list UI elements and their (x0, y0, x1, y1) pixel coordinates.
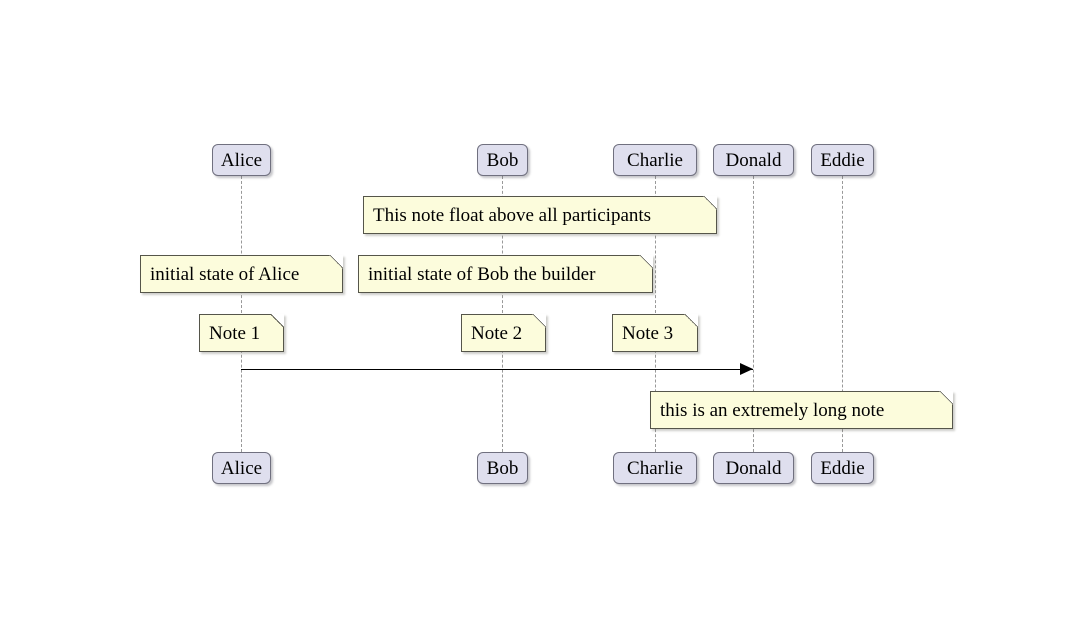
participant-footer-donald[interactable]: Donald (713, 452, 794, 484)
message-line (241, 369, 753, 370)
participant-footer-bob[interactable]: Bob (477, 452, 528, 484)
note-1[interactable]: Note 1 (199, 314, 284, 352)
participant-header-donald[interactable]: Donald (713, 144, 794, 176)
note-label: Note 2 (471, 322, 523, 344)
participant-header-alice[interactable]: Alice (212, 144, 271, 176)
participant-footer-eddie[interactable]: Eddie (811, 452, 874, 484)
note-initial-bob[interactable]: initial state of Bob the builder (358, 255, 653, 293)
note-label: this is an extremely long note (660, 399, 885, 421)
note-label: initial state of Bob the builder (368, 263, 596, 285)
lifeline-donald (753, 176, 754, 452)
note-initial-alice[interactable]: initial state of Alice (140, 255, 343, 293)
participant-header-eddie[interactable]: Eddie (811, 144, 874, 176)
participant-footer-charlie[interactable]: Charlie (613, 452, 697, 484)
note-label: This note float above all participants (373, 204, 652, 226)
note-2[interactable]: Note 2 (461, 314, 546, 352)
note-label: initial state of Alice (150, 263, 300, 285)
arrowhead-icon (740, 363, 753, 375)
note-float-over-all[interactable]: This note float above all participants (363, 196, 717, 234)
note-label: Note 1 (209, 322, 261, 344)
participant-header-bob[interactable]: Bob (477, 144, 528, 176)
note-extremely-long[interactable]: this is an extremely long note (650, 391, 953, 429)
note-3[interactable]: Note 3 (612, 314, 698, 352)
participant-footer-alice[interactable]: Alice (212, 452, 271, 484)
note-label: Note 3 (622, 322, 674, 344)
lifeline-eddie (842, 176, 843, 452)
participant-header-charlie[interactable]: Charlie (613, 144, 697, 176)
